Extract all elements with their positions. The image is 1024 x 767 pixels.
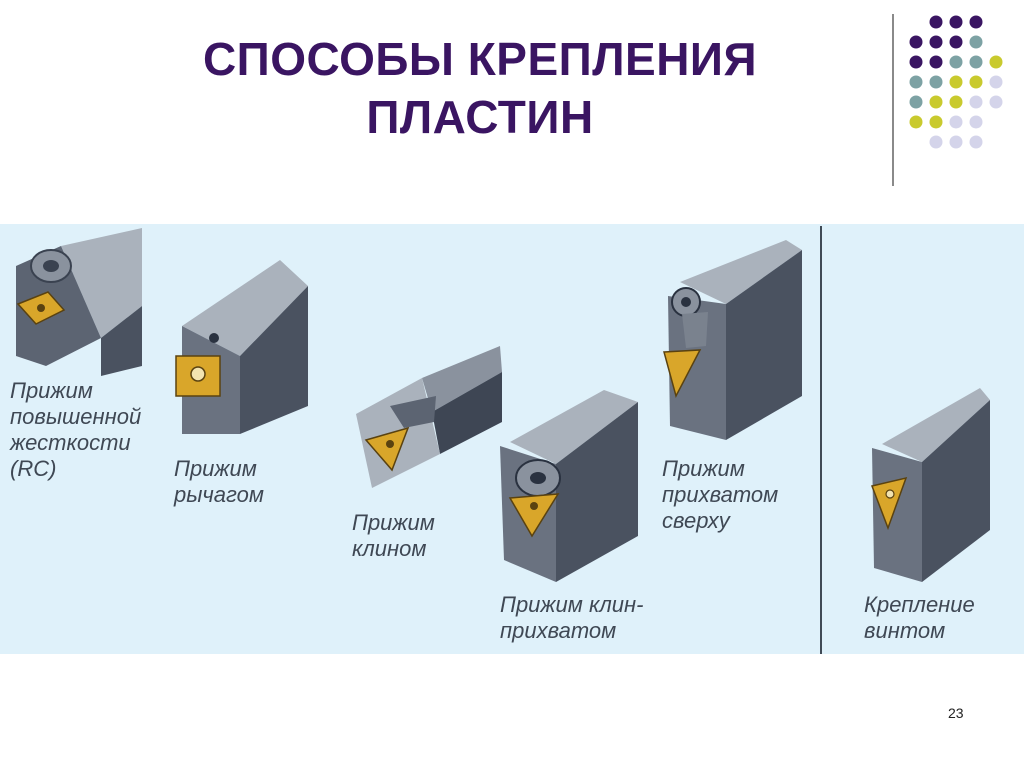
decorative-dot <box>949 115 963 129</box>
decorative-dot <box>969 75 983 89</box>
caption-wedge-clamp: Прижим клином <box>352 510 435 561</box>
page-number: 23 <box>948 705 964 721</box>
decorative-dot <box>929 35 943 49</box>
decorative-vertical-rule <box>892 14 894 186</box>
tool-illustration-wedge-top-clamp <box>500 390 638 582</box>
decorative-dot <box>969 35 983 49</box>
tool-illustration-screw-clamp <box>870 388 990 582</box>
decorative-dot <box>969 115 983 129</box>
caption-top-clamp: Прижим прихватом сверху <box>662 456 779 533</box>
decorative-dot <box>929 55 943 69</box>
decorative-dot <box>969 55 983 69</box>
decorative-dot-grid <box>909 15 1003 149</box>
caption-lever-clamp: Прижим рычагом <box>174 456 264 507</box>
decorative-dot <box>909 55 923 69</box>
caption-wedge-top-clamp: Прижим клин- прихватом <box>500 592 644 643</box>
decorative-dot <box>989 95 1003 109</box>
panel-divider <box>820 226 822 654</box>
tool-illustration-top-clamp <box>663 240 802 440</box>
decorative-dot <box>909 75 923 89</box>
decorative-dot <box>989 55 1003 69</box>
tool-illustration-wedge-clamp <box>356 346 502 488</box>
decorative-dot <box>949 35 963 49</box>
decorative-dot <box>969 15 983 29</box>
decorative-dot <box>929 115 943 129</box>
decorative-dot <box>969 135 983 149</box>
decorative-dot <box>929 95 943 109</box>
decorative-dot <box>949 135 963 149</box>
decorative-dot <box>949 55 963 69</box>
decorative-dot <box>929 75 943 89</box>
tool-illustration-rc-clamp <box>16 228 142 376</box>
decorative-dot <box>909 35 923 49</box>
decorative-dot <box>949 75 963 89</box>
decorative-dot <box>949 15 963 29</box>
slide-title-line-2: ПЛАСТИН <box>366 91 594 143</box>
decorative-dot <box>929 15 943 29</box>
decorative-dot <box>909 95 923 109</box>
caption-rc-clamp: Прижим повышенной жесткости (RC) <box>10 378 142 481</box>
slide-title: СПОСОБЫ КРЕПЛЕНИЯ ПЛАСТИН <box>90 30 870 146</box>
tool-illustration-lever-clamp <box>175 260 308 434</box>
caption-screw-clamp: Крепление винтом <box>864 592 975 643</box>
decorative-dot <box>969 95 983 109</box>
decorative-dot <box>909 115 923 129</box>
slide-title-line-1: СПОСОБЫ КРЕПЛЕНИЯ <box>202 33 758 85</box>
illustration-panel <box>0 224 1024 654</box>
decorative-dot <box>949 95 963 109</box>
decorative-dot <box>989 75 1003 89</box>
decorative-dot <box>929 135 943 149</box>
